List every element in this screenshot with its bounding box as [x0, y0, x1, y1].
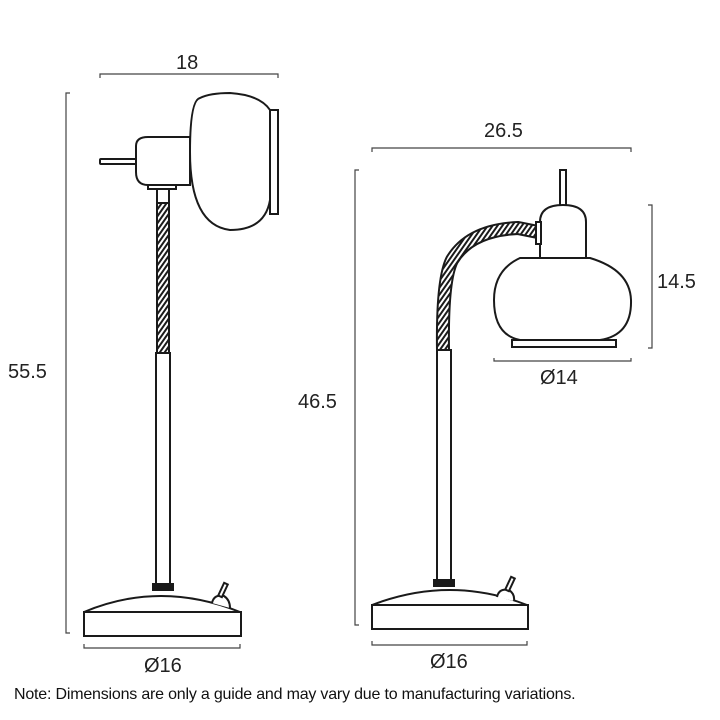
right-height-label: 46.5 — [298, 391, 337, 413]
right-base-label: Ø16 — [430, 651, 468, 673]
right-height-dimension — [354, 169, 359, 626]
shade-height-dimension — [648, 204, 653, 349]
shade-height-label: 14.5 — [657, 271, 696, 293]
left-base-label: Ø16 — [144, 655, 182, 677]
right-width-label: 26.5 — [484, 120, 523, 142]
left-width-dimension — [99, 73, 279, 78]
left-lamp — [65, 73, 279, 649]
left-height-dimension — [65, 92, 70, 634]
left-width-label: 18 — [176, 52, 199, 74]
left-height-label: 55.5 — [8, 361, 47, 383]
right-lamp — [354, 147, 653, 646]
right-base-dimension — [371, 641, 528, 646]
disclaimer-note: Note: Dimensions are only a guide and ma… — [14, 686, 576, 703]
shade-diameter-label: Ø14 — [540, 367, 578, 389]
right-width-dimension — [371, 147, 632, 152]
left-base-dimension — [83, 644, 241, 649]
shade-diameter-dimension — [493, 358, 632, 362]
